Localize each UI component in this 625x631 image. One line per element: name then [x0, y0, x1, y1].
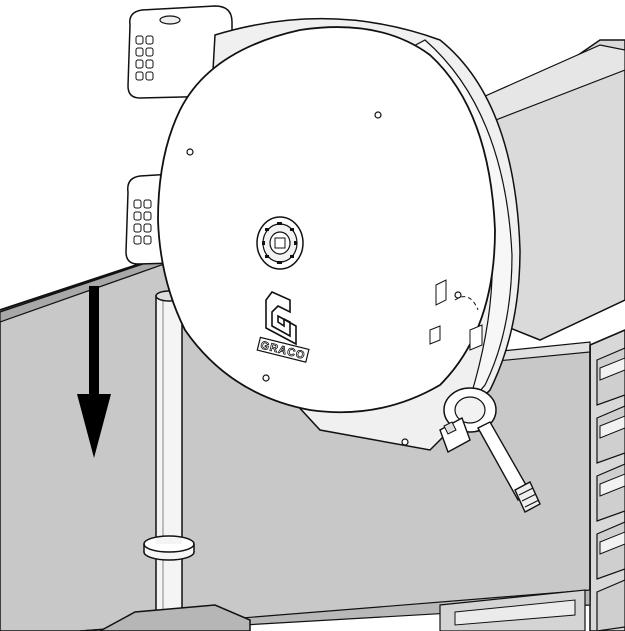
hose-reel: GRACO [157, 17, 521, 451]
hose-outlet-fitting [439, 387, 541, 513]
cabinet-drawer [596, 347, 625, 406]
graco-g-logo-icon [265, 291, 297, 346]
cabinet-drawer [596, 405, 625, 464]
mounting-post [99, 290, 251, 631]
post-collar [143, 535, 195, 561]
post-base-plate [99, 604, 251, 631]
reel-front-cover [157, 26, 496, 414]
cabinet-drawer [596, 463, 625, 522]
down-arrow [77, 286, 111, 458]
drawer-cabinet [589, 329, 625, 631]
cabinet-drawer [596, 579, 625, 631]
reel-center-hub [256, 216, 304, 270]
cabinet-drawer [596, 521, 625, 580]
